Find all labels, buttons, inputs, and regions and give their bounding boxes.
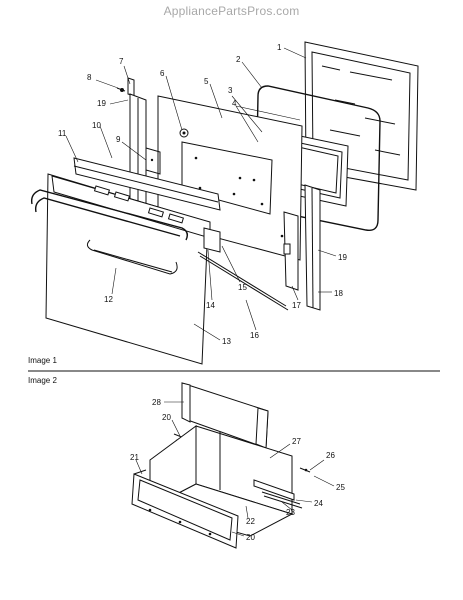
callout-6: 6 [160,69,165,78]
callout-12: 12 [104,295,113,304]
part-door-insulation [145,147,161,175]
image-1-leader-lines [65,47,337,341]
callout-15: 15 [238,283,247,292]
callout-26: 26 [326,451,335,460]
callout-23: 23 [286,508,295,517]
callout-8: 8 [87,73,92,82]
callout-25: 25 [336,483,345,492]
image-1-oven-door: 1 2 3 4 5 6 7 8 19 9 10 11 12 13 14 15 1… [30,41,419,365]
watermark-text: AppliancePartsPros.com [163,4,300,18]
callout-10: 10 [92,121,101,130]
callout-28: 28 [152,398,161,407]
callout-20-lower: 20 [246,533,255,542]
callout-3: 3 [228,86,233,95]
callout-27: 27 [292,437,301,446]
callout-5: 5 [204,77,209,86]
image-2-leader-lines [135,401,335,537]
part-lower-door-bracket [197,227,289,311]
callout-1: 1 [277,43,282,52]
callout-19-right: 19 [338,253,347,262]
callout-13: 13 [222,337,231,346]
callout-20-upper: 20 [162,413,171,422]
callout-17: 17 [292,301,301,310]
callout-4: 4 [232,99,237,108]
callout-19-left: 19 [97,99,106,108]
part-screw [116,87,126,92]
callout-16: 16 [250,331,259,340]
callout-18: 18 [334,289,343,298]
part-door-hinge-right [283,211,299,291]
part-door-handle [30,189,189,275]
callout-7: 7 [119,57,124,66]
callout-22: 22 [246,517,255,526]
callout-24: 24 [314,499,323,508]
section-label-image-1: Image 1 [28,356,57,365]
part-door-bumper [179,128,189,138]
image-2-storage-drawer: 28 20 21 27 26 25 24 23 22 20 [130,382,345,549]
callout-21: 21 [130,453,139,462]
section-label-image-2: Image 2 [28,376,57,385]
part-drawer-slides [253,479,303,509]
callout-11: 11 [58,129,67,138]
callout-9: 9 [116,135,121,144]
part-drawer-front [131,467,311,549]
part-door-top-channel [73,157,221,211]
callout-14: 14 [206,301,215,310]
part-side-trim-right [304,184,321,311]
callout-2: 2 [236,55,241,64]
